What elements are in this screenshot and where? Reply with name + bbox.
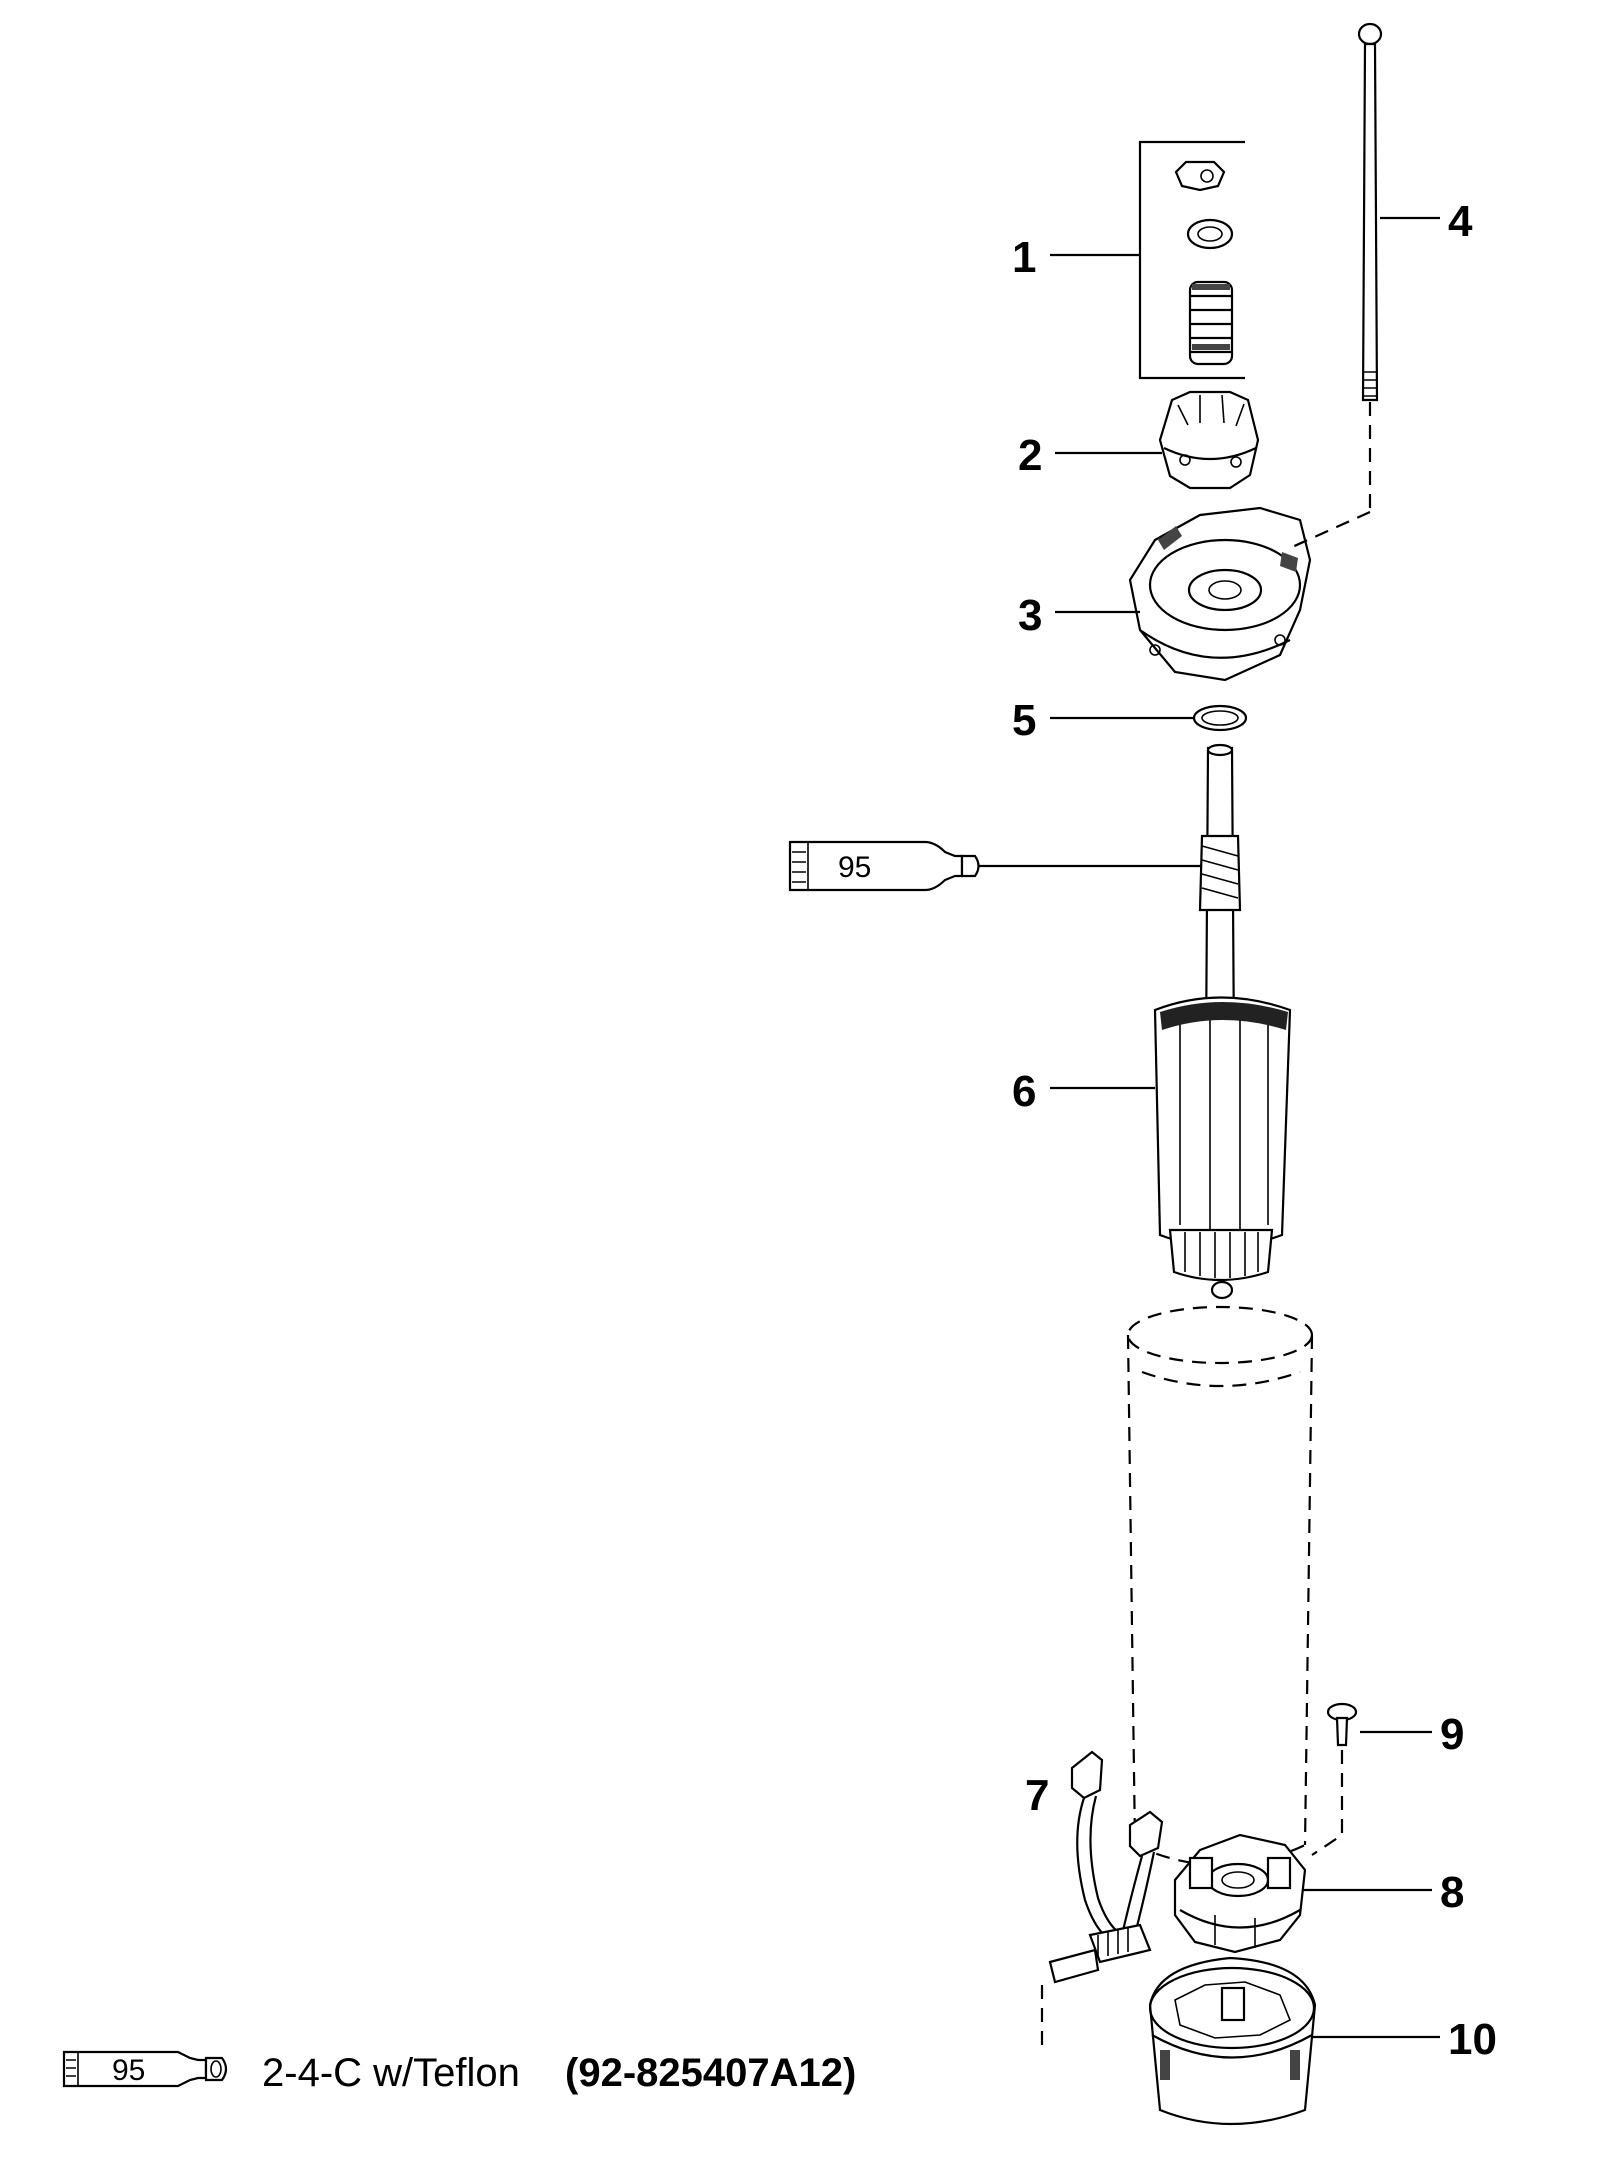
legend: 95 2-4-C w/Teflon (92-825407A12) (62, 2050, 856, 2095)
legend-tube-icon: 95 (62, 2050, 228, 2088)
part-1-kit (1138, 140, 1245, 380)
callout-7: 7 (1025, 1771, 1049, 1820)
part-8-brush-holder (1173, 1833, 1307, 1954)
part-5-o-ring (1192, 704, 1248, 732)
part-6-armature (1153, 743, 1292, 1300)
frame-phantom-outline (1126, 1305, 1314, 1867)
callout-4: 4 (1448, 197, 1473, 246)
legend-part-number: (92-825407A12) (565, 2051, 856, 2095)
callout-5: 5 (1012, 696, 1036, 745)
callout-8: 8 (1440, 1868, 1464, 1917)
lubricant-tube-icon: 95 (788, 840, 980, 892)
part-4-through-bolt (1289, 22, 1383, 550)
part-7-brush-leads (1040, 1750, 1164, 2050)
callout-2: 2 (1018, 431, 1042, 480)
callout-1: 1 (1012, 233, 1036, 282)
legend-tube-number: 95 (112, 2054, 145, 2087)
part-9-screw (1311, 1702, 1358, 1856)
callout-10: 10 (1448, 2015, 1497, 2064)
part-3-drive-end-head (1128, 506, 1312, 682)
legend-description: 2-4-C w/Teflon (262, 2051, 520, 2095)
leader-lines (978, 216, 1440, 2039)
callout-6: 6 (1012, 1067, 1036, 1116)
lubricant-tube-number: 95 (838, 851, 871, 884)
callout-9: 9 (1440, 1710, 1464, 1759)
callout-numbers: 1 2 3 4 5 6 7 8 9 10 (1012, 197, 1497, 2064)
part-2-drive-pinion (1158, 390, 1260, 490)
part-10-end-cap (1148, 1956, 1317, 2126)
callout-3: 3 (1018, 591, 1042, 640)
